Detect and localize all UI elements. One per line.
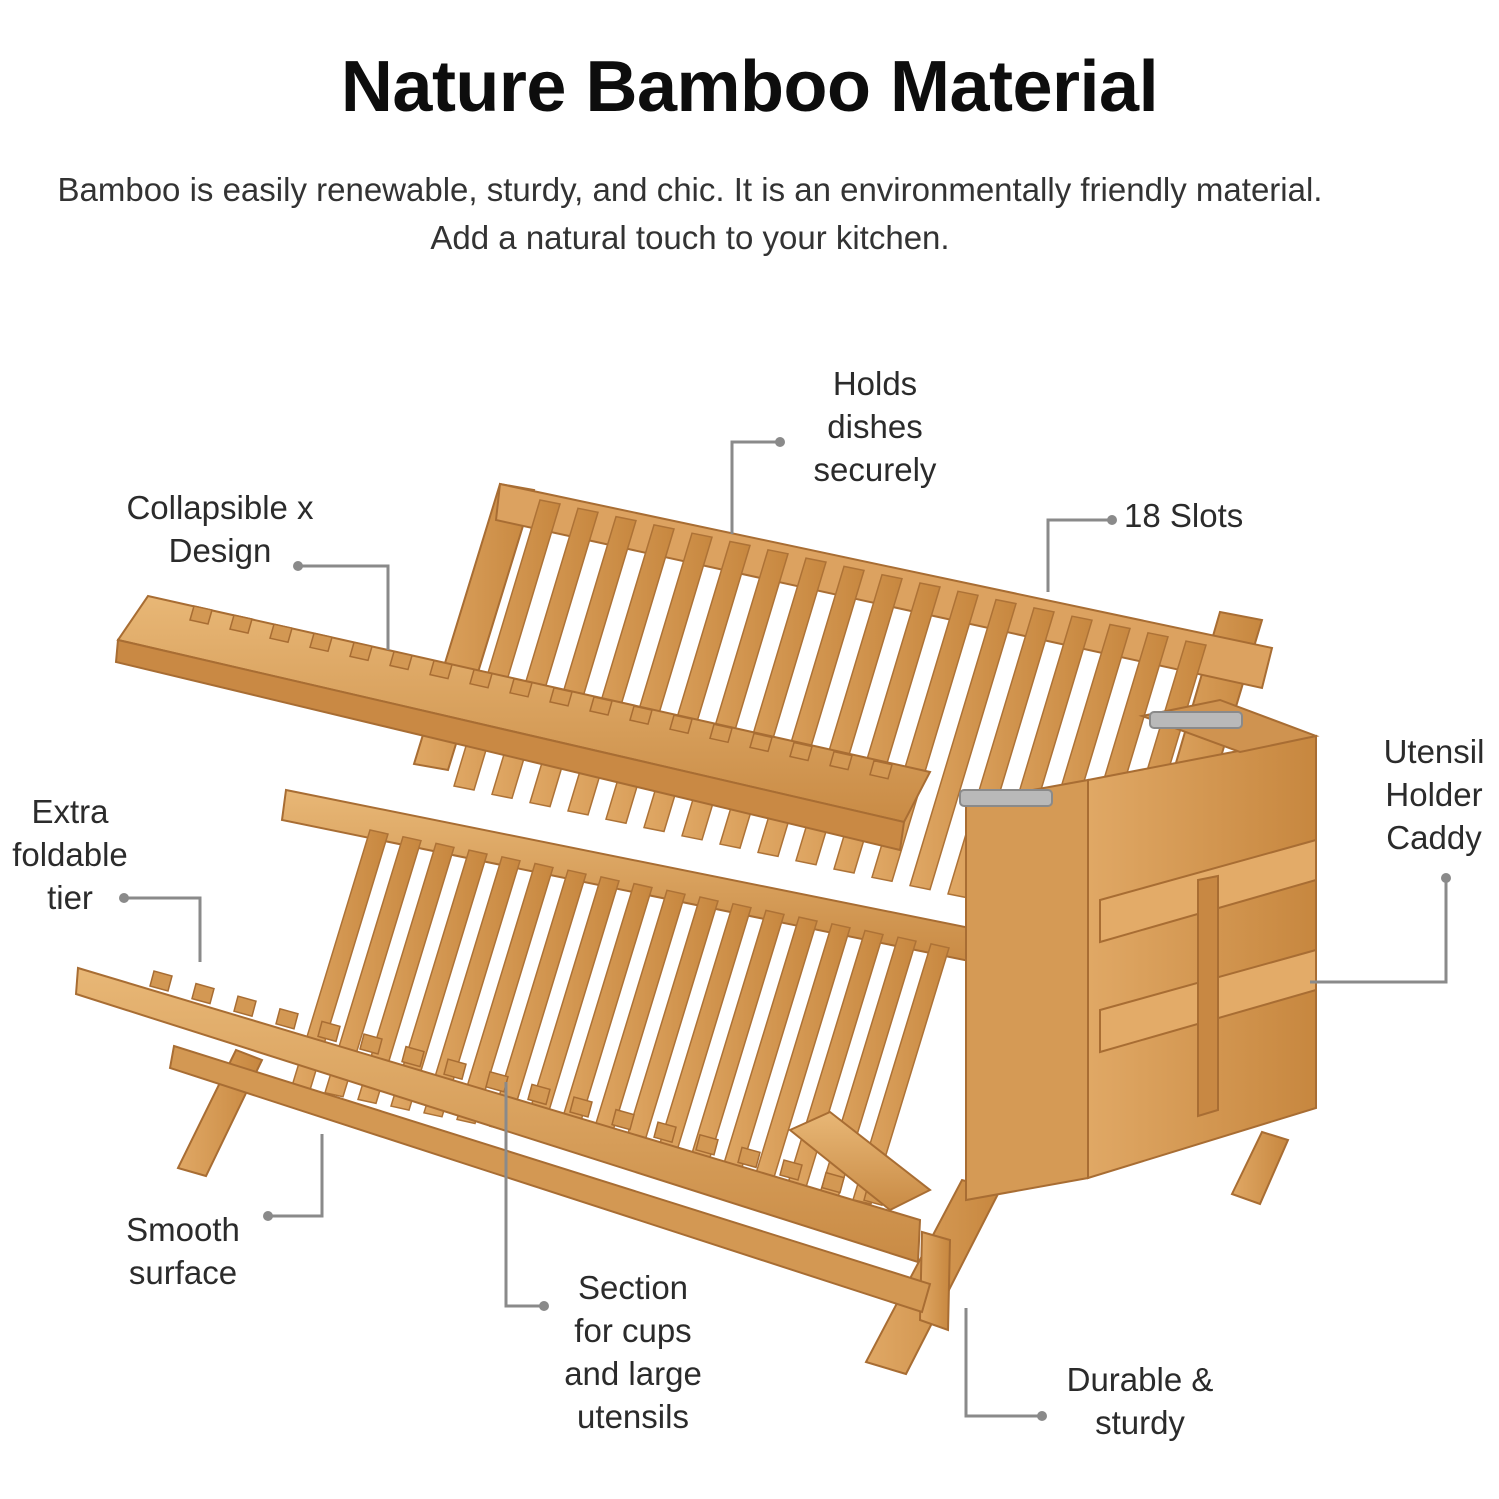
lower-slat [852,943,950,1205]
front-notch [629,705,653,725]
lower-notch [191,982,215,1005]
lower-notch [611,1108,635,1131]
lower-slat [390,849,488,1111]
lower-notch [527,1083,551,1106]
lower-slat [423,855,521,1118]
callout-smooth-surface: Smooth surface [126,1211,240,1291]
page-description: Bamboo is easily renewable, sturdy, and … [57,171,1323,256]
lower-notch [317,1020,341,1043]
utensil-caddy [959,698,1320,1202]
cup-section [788,1110,932,1212]
front-notch [229,614,253,634]
lower-notch [737,1146,761,1169]
lower-notch [233,995,257,1018]
front-notch [549,687,573,707]
leader-lines [124,440,1448,1418]
leader-dots [119,437,1451,1421]
lower-front-tier [74,966,932,1314]
lower-back-panel [291,829,950,1205]
front-notch [349,641,373,662]
upper-front-tier [114,594,932,852]
lower-notch [695,1133,719,1156]
front-notch [509,677,533,698]
callout-durable: Durable & sturdy [1066,1361,1214,1441]
front-notch [269,623,293,644]
front-notch [869,759,893,780]
callout-holds-dishes: Holds dishes securely [813,365,937,488]
lower-notch [485,1070,509,1093]
front-notch [789,741,813,762]
front-notch [469,668,493,689]
callout-utensil-holder: Utensil Holder Caddy [1383,733,1485,856]
lower-slat [456,862,554,1125]
lower-notch [653,1121,677,1144]
front-notch [589,696,613,716]
callout-extra-tier: Extra foldable tier [12,793,128,916]
front-notch [749,732,773,753]
callout-section-cups: Section for cups and large utensils [564,1269,702,1435]
lower-notch [443,1058,467,1081]
page-title: Nature Bamboo Material [340,47,1159,127]
lower-slat [324,835,422,1098]
lower-notch [149,970,173,992]
lower-notch [569,1096,593,1118]
callout-collapsible-design: Collapsible x Design [126,489,314,569]
lower-notch [821,1171,845,1194]
front-notch [189,605,213,625]
back-slat [909,598,1017,891]
lower-notch [359,1033,383,1055]
front-notch [669,714,693,735]
lower-notch [779,1159,803,1181]
front-notch [389,650,413,671]
front-notch [309,632,333,653]
front-notch [829,750,853,771]
lower-notch [401,1045,425,1068]
callout-18-slots: 18 Slots [1124,497,1244,534]
front-notch [429,659,453,680]
lower-notch [275,1007,299,1030]
front-notch [709,723,733,744]
